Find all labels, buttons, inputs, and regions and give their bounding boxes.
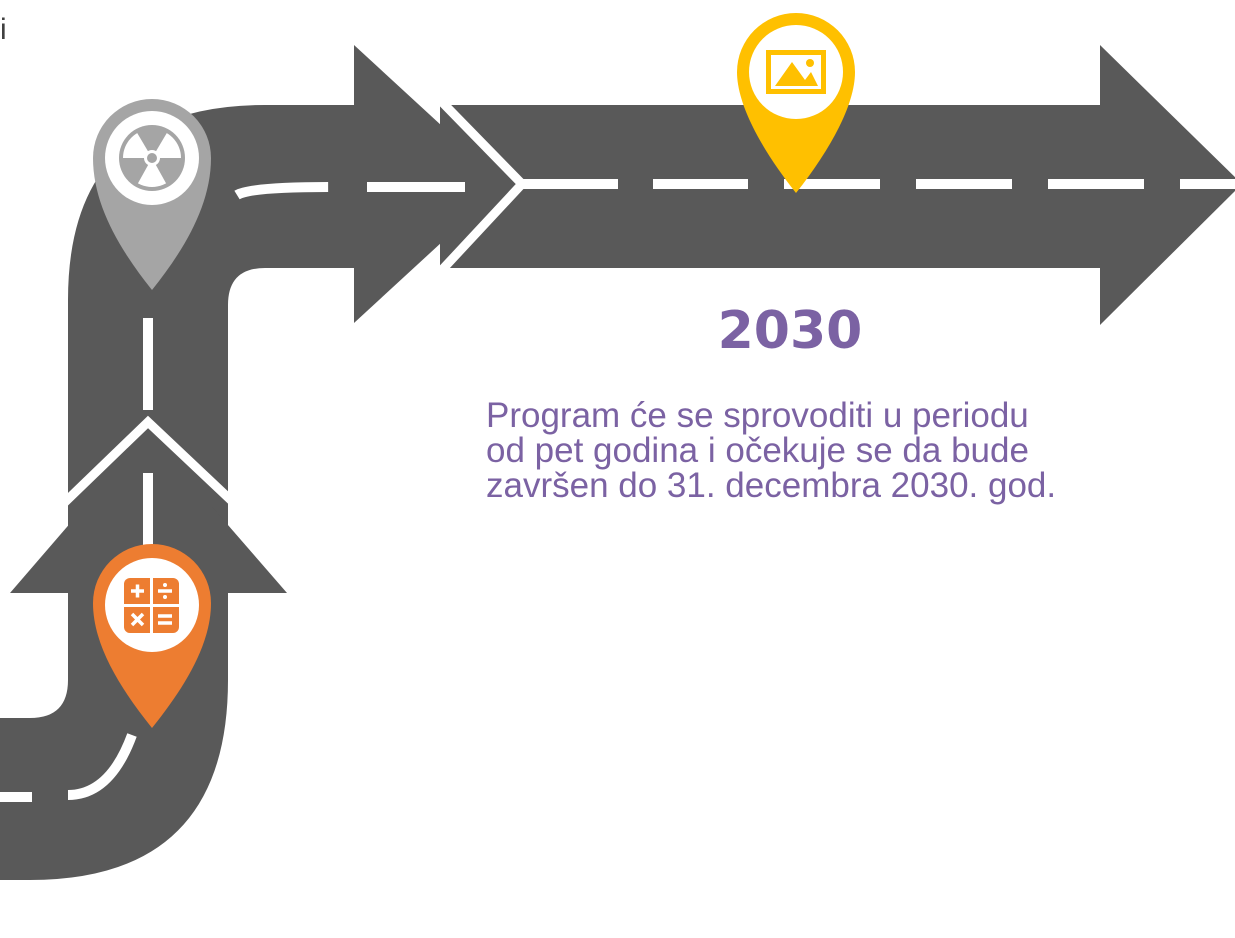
description-line: od pet godina i očekuje se da bude: [486, 431, 1029, 470]
radiation-marker: [93, 99, 211, 290]
lane-dashes: [0, 179, 1235, 802]
calculator-marker: [93, 544, 211, 728]
image-icon: [766, 50, 826, 94]
calculator-icon: [124, 578, 179, 633]
corner-text: i: [0, 13, 7, 46]
description-line: Program će se sprovoditi u periodu: [486, 396, 1029, 435]
radiation-icon: [119, 125, 185, 191]
road-arrow-2: [1100, 45, 1235, 325]
lane-curve-top: [234, 182, 331, 200]
description-line: završen do 31. decembra 2030. god.: [486, 466, 1057, 505]
milestone-description: Program će se sprovoditi u periodu od pe…: [486, 398, 1226, 503]
lane-curve-bottom: [67, 733, 137, 800]
chevron-up: [58, 415, 240, 509]
milestone-year: 2030: [717, 301, 863, 361]
image-marker: [737, 13, 855, 193]
